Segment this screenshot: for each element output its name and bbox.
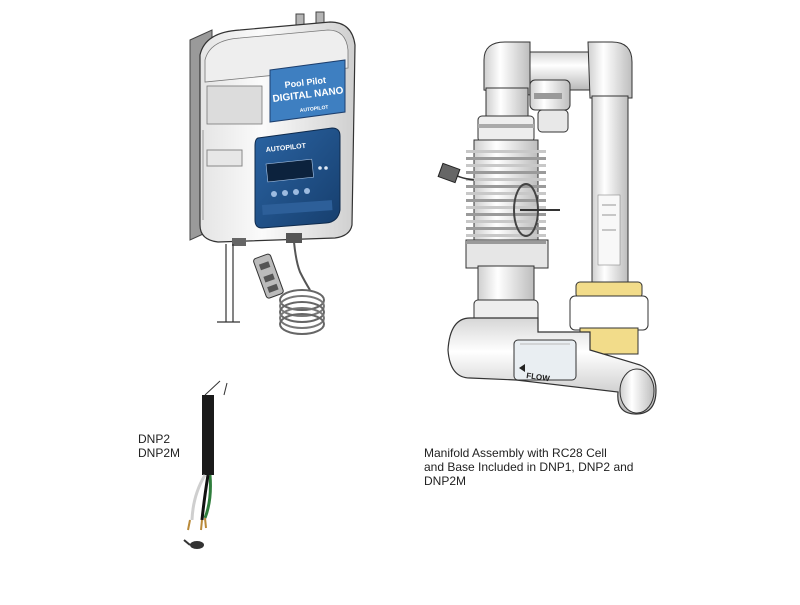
cell-fin (466, 157, 546, 160)
model-caption-line2: DNP2M (138, 446, 181, 460)
cell-fin (466, 178, 546, 181)
left-elbow (483, 41, 531, 96)
manifold-assembly: FLOW (437, 41, 657, 415)
cell-fin (466, 206, 546, 209)
status-led-2 (324, 166, 328, 170)
cell-fin (466, 234, 546, 237)
manifold-caption-line1: Manifold Assembly with RC28 Cell (424, 446, 607, 460)
clear-window-section (513, 339, 577, 381)
power-cord (183, 380, 228, 549)
cable-coil-4 (279, 307, 325, 329)
right-elbow (587, 41, 633, 99)
mounting-post (217, 244, 240, 323)
cable-coil-2 (279, 295, 325, 317)
cell-fin (466, 213, 546, 216)
status-led-1 (318, 166, 322, 170)
cell-fin (466, 220, 546, 223)
cell-fin (466, 150, 546, 153)
manifold-caption: Manifold Assembly with RC28 Cell and Bas… (424, 446, 664, 488)
control-panel: AUTOPILOT (254, 127, 341, 229)
wire-white (190, 474, 207, 521)
cell-connector (437, 162, 475, 184)
upper-union (477, 115, 535, 143)
cable-coil-1 (279, 289, 325, 311)
unit-window (206, 85, 263, 125)
model-caption: DNP2 DNP2M (138, 432, 180, 460)
control-unit: Pool Pilot DIGITAL NANO AUTOPILOT AUTOPI… (189, 11, 356, 246)
display-screen (265, 158, 314, 183)
panel-logo-text: AUTOPILOT (265, 143, 307, 154)
panel-button-2[interactable] (282, 190, 288, 196)
manifold-caption-line2: and Base Included in DNP1, DNP2 and (424, 460, 634, 474)
outlet-end (619, 368, 655, 414)
bottom-connector-right (286, 233, 302, 243)
wire-green (203, 474, 212, 519)
right-union-body (569, 295, 649, 331)
flow-switch (529, 79, 571, 133)
lower-left-pipe (477, 265, 535, 307)
cell-fin (466, 241, 546, 244)
manifold-caption-line3: DNP2M (424, 474, 467, 488)
wire-nut (183, 539, 204, 549)
wire-black (200, 474, 210, 521)
model-caption-line1: DNP2 (138, 432, 171, 446)
cell-fin (466, 192, 546, 195)
cable-coil-3 (279, 301, 325, 323)
cable-coil-5 (279, 313, 325, 335)
cell-fin (466, 171, 546, 174)
cell-fin (466, 199, 546, 202)
flow-arrow-icon (519, 364, 525, 372)
flow-sensor (253, 253, 284, 299)
flow-label: FLOW (526, 371, 551, 383)
cell-fin (466, 185, 546, 188)
panel-button-3[interactable] (293, 189, 299, 195)
cell-fin (466, 164, 546, 167)
cell-fin (466, 227, 546, 230)
bottom-connector-left (232, 238, 246, 246)
side-vent (206, 149, 243, 167)
brand-label: Pool Pilot DIGITAL NANO AUTOPILOT (269, 59, 346, 123)
panel-button-1[interactable] (271, 191, 277, 197)
cell-fins (466, 150, 546, 244)
panel-button-4[interactable] (304, 188, 310, 194)
left-upper-pipe (485, 87, 529, 119)
brand-sub-text: AUTOPILOT (300, 105, 329, 114)
cord-jacket (202, 395, 214, 475)
sensor-cable (253, 241, 325, 335)
